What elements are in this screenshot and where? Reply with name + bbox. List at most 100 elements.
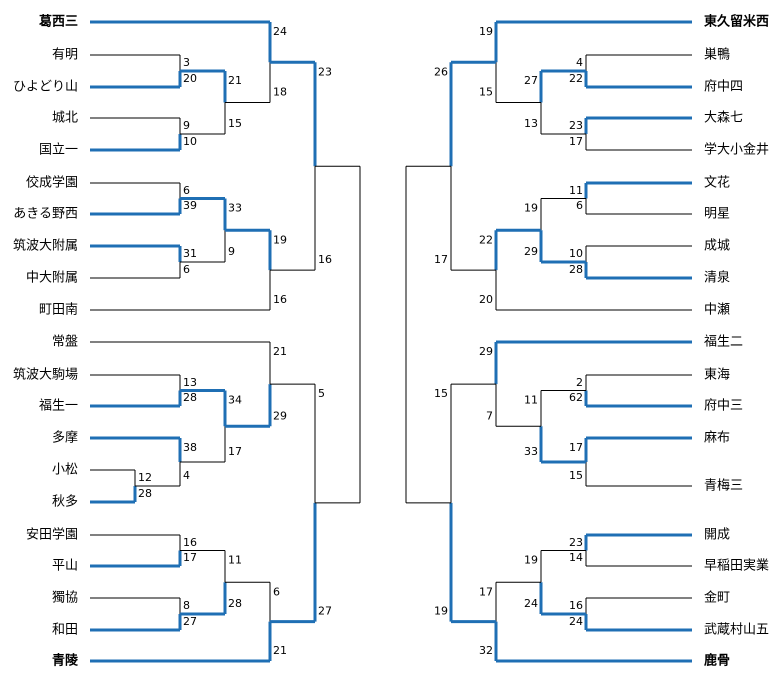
- score-label: 12: [138, 471, 152, 484]
- score-label: 16: [569, 599, 583, 612]
- score-label: 18: [273, 86, 287, 99]
- team-name-left: 佼成学園: [26, 175, 78, 191]
- score-label: 7: [486, 409, 493, 422]
- score-label: 33: [524, 445, 538, 458]
- score-label: 15: [434, 387, 448, 400]
- team-name-right: 府中四: [704, 80, 743, 95]
- score-label: 29: [479, 345, 493, 358]
- team-name-right: 府中三: [704, 399, 743, 414]
- score-label: 23: [569, 119, 583, 132]
- team-name-left: 中大附属: [26, 271, 78, 286]
- score-label: 17: [569, 135, 583, 148]
- team-name-left: 福生一: [39, 399, 78, 414]
- score-label: 24: [569, 615, 583, 628]
- score-label: 16: [318, 253, 332, 266]
- team-name-right: 清泉: [704, 270, 730, 286]
- score-label: 19: [524, 554, 538, 567]
- team-name-left: 小松: [52, 463, 78, 478]
- score-label: 15: [479, 86, 493, 99]
- score-label: 23: [318, 65, 332, 78]
- team-name-right: 成城: [704, 239, 730, 254]
- score-label: 4: [576, 56, 583, 69]
- score-label: 29: [524, 245, 538, 258]
- team-name-right: 文花: [704, 175, 730, 191]
- score-label: 23: [569, 536, 583, 549]
- team-name-right: 大森七: [704, 111, 743, 126]
- score-label: 6: [576, 199, 583, 212]
- score-label: 10: [569, 247, 583, 260]
- team-name-right: 巣鴨: [704, 48, 730, 63]
- score-label: 2: [576, 376, 583, 389]
- team-name-right: 金町: [704, 590, 730, 606]
- score-label: 17: [479, 585, 493, 598]
- score-label: 9: [228, 245, 235, 258]
- score-label: 19: [273, 233, 287, 246]
- score-label: 20: [183, 72, 197, 85]
- score-label: 39: [183, 199, 197, 212]
- score-label: 22: [479, 233, 493, 246]
- score-label: 17: [183, 551, 197, 564]
- team-name-left: 獨協: [52, 591, 78, 606]
- team-name-left: 筑波大駒場: [13, 367, 78, 383]
- team-name-left: 安田学園: [26, 527, 78, 543]
- score-label: 17: [569, 441, 583, 454]
- team-name-left: 和田: [52, 623, 78, 638]
- score-label: 28: [183, 391, 197, 404]
- score-label: 28: [138, 487, 152, 500]
- score-label: 3: [183, 56, 190, 69]
- team-name-right: 明星: [704, 207, 730, 222]
- score-label: 15: [228, 117, 242, 130]
- score-label: 24: [524, 597, 538, 610]
- score-label: 16: [273, 293, 287, 306]
- team-name-right: 武蔵村山五: [704, 623, 769, 638]
- score-label: 21: [273, 345, 287, 358]
- score-label: 13: [524, 117, 538, 130]
- score-label: 31: [183, 247, 197, 260]
- team-name-right: 開成: [704, 528, 730, 543]
- score-label: 9: [183, 119, 190, 132]
- score-label: 6: [183, 184, 190, 197]
- team-name-right: 中瀬: [704, 303, 730, 318]
- team-name-right: 学大小金井: [704, 142, 769, 158]
- team-name-left: 青陵: [52, 653, 79, 669]
- score-label: 28: [569, 263, 583, 276]
- score-label: 33: [228, 202, 242, 215]
- team-name-left: 常盤: [52, 335, 78, 350]
- score-label: 21: [228, 74, 242, 87]
- score-label: 29: [273, 409, 287, 422]
- score-label: 17: [434, 253, 448, 266]
- score-label: 11: [228, 554, 242, 567]
- score-label: 27: [183, 615, 197, 628]
- team-name-left: 筑波大附属: [13, 238, 78, 254]
- score-label: 6: [183, 263, 190, 276]
- team-name-left: 多摩: [52, 430, 78, 446]
- team-name-right: 青梅三: [704, 479, 743, 494]
- score-label: 6: [273, 585, 280, 598]
- score-label: 62: [569, 391, 583, 404]
- score-label: 14: [569, 551, 583, 564]
- score-label: 19: [479, 25, 493, 38]
- team-name-right: 鹿骨: [704, 653, 730, 669]
- score-label: 5: [318, 387, 325, 400]
- team-name-left: 秋多: [52, 494, 78, 510]
- score-label: 11: [524, 394, 538, 407]
- score-label: 8: [183, 599, 190, 612]
- team-name-left: あきる野西: [13, 207, 78, 222]
- team-name-left: 町田南: [39, 302, 78, 318]
- score-label: 11: [569, 184, 583, 197]
- score-label: 17: [228, 445, 242, 458]
- team-name-right: 福生二: [704, 335, 743, 350]
- score-label: 26: [434, 65, 448, 78]
- team-name-left: 平山: [52, 559, 78, 574]
- score-label: 19: [434, 605, 448, 618]
- team-name-right: 東久留米西: [704, 14, 769, 30]
- score-label: 34: [228, 394, 242, 407]
- team-name-right: 東海: [704, 367, 730, 383]
- score-label: 13: [183, 376, 197, 389]
- score-label: 10: [183, 135, 197, 148]
- score-label: 15: [569, 469, 583, 482]
- score-label: 19: [524, 202, 538, 215]
- team-name-left: 国立一: [39, 143, 78, 158]
- score-label: 24: [273, 25, 287, 38]
